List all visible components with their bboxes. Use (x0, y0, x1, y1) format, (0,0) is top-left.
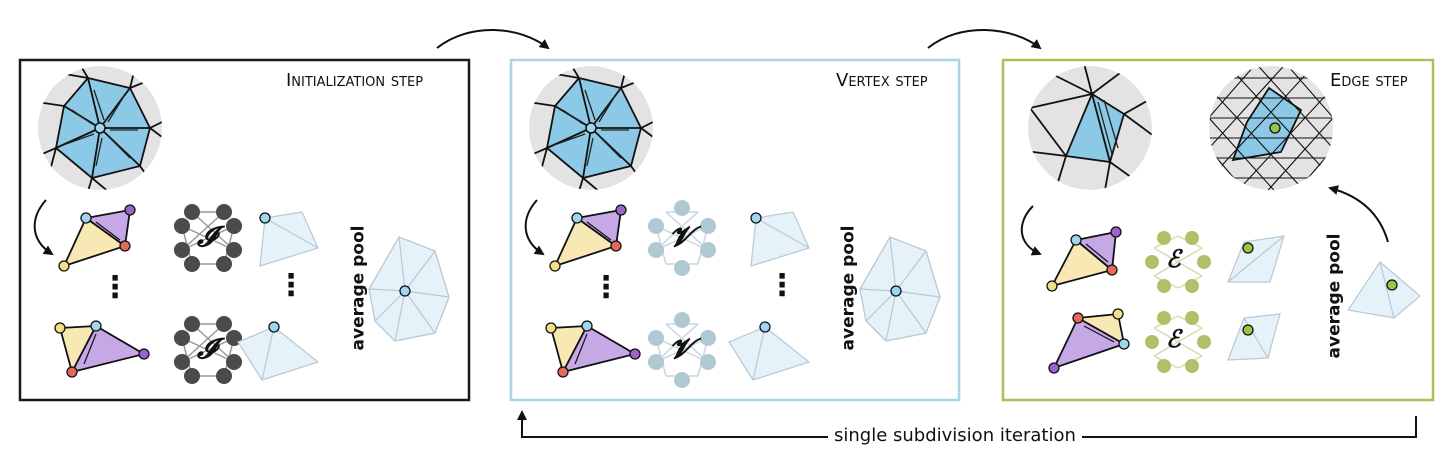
panel-title-vertex: Vertex step (836, 70, 928, 91)
edge-pooled-quad (1346, 261, 1421, 319)
init-triangle-pair-top (58, 204, 136, 272)
panel-edge-frame (1001, 58, 1435, 402)
edge-triangle-pair-bottom (1048, 308, 1130, 374)
init-fan-piece-top (259, 211, 319, 267)
edge-up-arrow (1328, 185, 1389, 243)
arrow-init-to-vertex (436, 29, 550, 50)
init-disc-group (38, 66, 162, 190)
init-ellipsis-left: ⋮ (100, 270, 130, 305)
vertex-pooled-fan (859, 236, 941, 342)
edge-disc-coarse (1028, 66, 1152, 190)
vertex-fan-piece-top (750, 211, 810, 267)
edge-triangle-pair-top (1046, 226, 1122, 292)
vertex-triangle-pair-bottom (545, 320, 641, 378)
vertex-ellipsis-right: ⋮ (767, 268, 797, 303)
init-network-bottom (174, 316, 242, 384)
panel-title-edge: Edge step (1330, 70, 1408, 91)
vertex-ellipsis-left: ⋮ (591, 270, 621, 305)
vertex-fan-piece-bottom (728, 321, 811, 381)
panel-title-initialization: Initialization step (286, 70, 424, 91)
vertex-network-symbol-bottom: 𝓥 (669, 332, 693, 365)
vertex-curl-arrow (524, 199, 545, 256)
init-fan-piece-bottom (237, 321, 320, 381)
vertex-average-pool-label: average pool (838, 225, 859, 351)
edge-network-top (1145, 231, 1211, 293)
init-pooled-fan (368, 236, 450, 342)
vertex-triangle-pair-top (549, 204, 627, 272)
edge-quad-piece-bottom (1227, 313, 1281, 361)
init-average-pool-label: average pool (348, 225, 369, 351)
edge-disc-refined (1209, 66, 1333, 190)
edge-average-pool-label: average pool (1324, 233, 1345, 359)
init-network-symbol-bottom: 𝓘 (197, 332, 216, 365)
arrow-vertex-to-edge (927, 29, 1042, 50)
init-triangle-pair-bottom (54, 320, 150, 378)
edge-network-symbol-top: ℰ (1166, 244, 1181, 273)
edge-network-symbol-bottom: ℰ (1166, 324, 1181, 353)
init-network-symbol-top: 𝓘 (197, 220, 216, 253)
single-subdivision-iteration-label: single subdivision iteration (828, 425, 1082, 446)
init-network-top (174, 204, 242, 272)
init-ellipsis-right: ⋮ (276, 268, 306, 303)
edge-quad-piece-top (1227, 235, 1285, 283)
panel-initialization-frame (18, 58, 471, 402)
init-curl-arrow (33, 199, 54, 256)
vertex-network-top (648, 200, 716, 276)
vertex-disc-group (529, 66, 653, 190)
vertex-network-symbol-top: 𝓥 (669, 220, 693, 253)
vertex-network-bottom (648, 312, 716, 388)
edge-network-bottom (1145, 311, 1211, 373)
panel-vertex-frame (509, 58, 961, 402)
edge-curl-arrow (1020, 205, 1042, 256)
